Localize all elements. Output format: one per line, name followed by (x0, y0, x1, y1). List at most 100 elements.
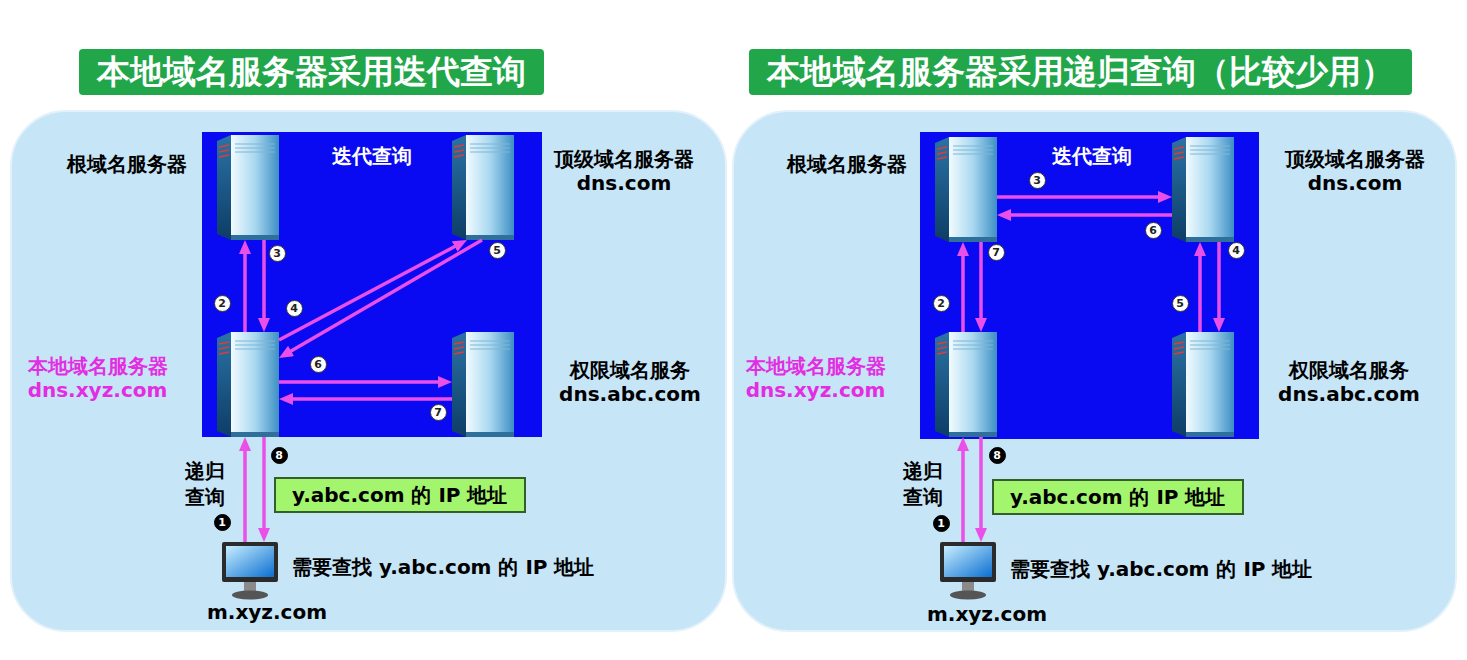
server-front (1186, 137, 1234, 242)
host-name: m.xyz.com (187, 600, 347, 624)
server-node: 顶级域名服务器 dns.com (1172, 137, 1234, 242)
server-stripe (219, 352, 229, 354)
region-panel: 本地域名服务器采用递归查询（比较少用）迭代查询根域名服务器顶级域名服务器 dns… (732, 110, 1457, 632)
server-base (466, 432, 514, 437)
host-node: 需要查找 y.abc.com 的 IP 地址m.xyz.com (220, 542, 280, 600)
panel-title: 本地域名服务器采用递归查询（比较少用） (767, 52, 1394, 92)
server-icon (452, 135, 514, 240)
step-number: 1 (218, 517, 226, 528)
server-side (1172, 332, 1186, 437)
text-holder: 递归查询 (903, 458, 944, 510)
server-groove (235, 148, 275, 149)
server-icon (935, 332, 997, 437)
server-groove (1190, 146, 1230, 147)
server-groove (953, 349, 993, 350)
step-badge: 7 (430, 404, 447, 421)
query-arrow (262, 240, 266, 324)
server-stripe (454, 150, 464, 152)
text-holder: 需要查找 y.abc.com 的 IP 地址 (292, 555, 594, 579)
step-number: 8 (275, 450, 283, 461)
host-task: 需要查找 y.abc.com 的 IP 地址 (292, 555, 594, 579)
text-holder: 权限域名服务 dns.abc.com (1264, 358, 1434, 406)
server-node: 顶级域名服务器 dns.com (452, 135, 514, 240)
server-icon (217, 332, 279, 437)
server-stripe (219, 150, 229, 152)
server-label: 根域名服务器 (737, 152, 907, 176)
server-node: 本地域名服务器 dns.xyz.com (935, 332, 997, 437)
server-stripe (1174, 152, 1184, 154)
field-title: 迭代查询 (1042, 144, 1142, 168)
text-holder: 顶级域名服务器 dns.com (539, 147, 709, 195)
step-badge: 2 (214, 295, 231, 312)
step-number: 5 (493, 245, 501, 256)
query-arrow (1198, 250, 1202, 332)
step-number: 3 (1033, 175, 1041, 186)
server-stripe (937, 152, 947, 154)
answer-box: y.abc.com 的 IP 地址 (274, 477, 526, 513)
server-groove (470, 349, 510, 350)
server-node: 根域名服务器 (935, 137, 997, 242)
server-groove (1190, 150, 1230, 151)
server-side (452, 135, 466, 240)
server-stripe (1174, 157, 1184, 159)
server-front (466, 135, 514, 240)
step-badge: 1 (933, 515, 950, 532)
server-label: 顶级域名服务器 dns.com (539, 147, 709, 195)
server-groove (953, 146, 993, 147)
step-badge: 3 (1029, 172, 1046, 189)
text-holder: y.abc.com 的 IP 地址 (1010, 485, 1226, 509)
server-groove (953, 154, 993, 155)
monitor-frame (222, 542, 278, 582)
query-mode-label: 递归查询 (185, 458, 226, 510)
step-number: 7 (992, 247, 1000, 258)
step-badge: 5 (489, 242, 506, 259)
server-base (949, 432, 997, 437)
server-node: 根域名服务器 (217, 135, 279, 240)
query-arrow (243, 445, 247, 542)
server-icon (1172, 137, 1234, 242)
text-holder: 本地域名服务器采用递归查询（比较少用） (747, 47, 1414, 97)
server-groove (1190, 154, 1230, 155)
monitor-neck (962, 582, 974, 591)
text-holder: 本地域名服务器 dns.xyz.com (10, 354, 185, 402)
computer-icon (220, 542, 280, 600)
server-front (949, 332, 997, 437)
server-stripe (937, 157, 947, 159)
step-number: 2 (218, 298, 226, 309)
server-label: 本地域名服务器 dns.xyz.com (728, 354, 903, 402)
server-stripe (219, 145, 229, 147)
server-icon (935, 137, 997, 242)
step-badge: 8 (271, 447, 288, 464)
server-side (217, 332, 231, 437)
step-badge: 4 (286, 300, 303, 317)
host-node: 需要查找 y.abc.com 的 IP 地址m.xyz.com (938, 542, 998, 600)
answer-text: y.abc.com 的 IP 地址 (292, 483, 508, 507)
server-label: 权限域名服务 dns.abc.com (1264, 358, 1434, 406)
server-base (231, 235, 279, 240)
query-arrow (262, 437, 266, 534)
server-base (231, 432, 279, 437)
server-groove (235, 345, 275, 346)
server-side (452, 332, 466, 437)
server-stripe (1174, 342, 1184, 344)
step-badge: 4 (1228, 242, 1245, 259)
step-number: 6 (1149, 225, 1157, 236)
server-groove (235, 152, 275, 153)
server-stripe (937, 347, 947, 349)
text-holder: 递归查询 (185, 458, 226, 510)
monitor-screen (226, 546, 274, 577)
server-groove (470, 152, 510, 153)
server-front (231, 135, 279, 240)
text-holder: 权限域名服务 dns.abc.com (545, 358, 715, 406)
monitor-base (232, 591, 268, 600)
server-stripe (1174, 147, 1184, 149)
panel-title: 本地域名服务器采用迭代查询 (97, 52, 526, 92)
server-label: 权限域名服务 dns.abc.com (545, 358, 715, 406)
server-node: 本地域名服务器 dns.xyz.com (217, 332, 279, 437)
query-mode-label: 递归查询 (903, 458, 944, 510)
server-front (1186, 332, 1234, 437)
query-arrow (279, 380, 444, 384)
step-badge: 1 (214, 514, 231, 531)
